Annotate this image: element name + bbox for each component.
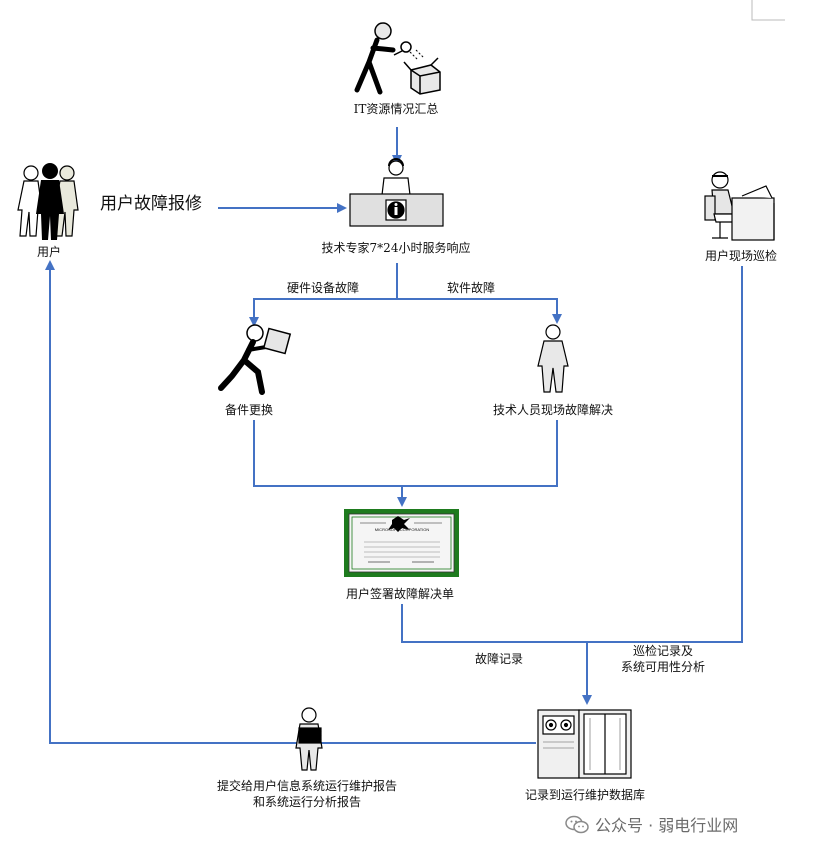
arrow-to-tech: [397, 298, 562, 324]
inspect-record-label-1: 巡检记录及: [632, 644, 694, 658]
inspect-record-label-2: 系统可用性分析: [620, 660, 706, 674]
wechat-icon: [565, 815, 589, 834]
arrow-to-parts: [249, 263, 398, 327]
it-summary-label: IT资源情况汇总: [353, 102, 439, 116]
technician-icon: [537, 324, 569, 393]
certificate-icon: [344, 509, 459, 577]
onsite-inspector-icon: [704, 171, 775, 241]
user-report-label: 用户故障报修: [100, 194, 202, 214]
software-fault-label: 软件故障: [447, 281, 496, 295]
fault-record-label: 故障记录: [475, 652, 524, 666]
report-submitter-icon: [295, 707, 323, 771]
onsite-inspection-label: 用户现场巡检: [704, 249, 778, 263]
users-group-icon: [17, 163, 79, 240]
submit-report-label-1: 提交给用户信息系统运行维护报告: [216, 779, 398, 793]
inspector-figure-icon: [354, 22, 441, 95]
page-corner-mark: [751, 0, 785, 21]
submit-report-label-2: 和系统运行分析报告: [252, 795, 362, 809]
watermark-text: 公众号 · 弱电行业网: [595, 816, 739, 835]
expert-desk-icon: [349, 158, 444, 227]
fault-record-line: [401, 604, 587, 643]
database-server-icon: [537, 709, 632, 779]
merge-line: [253, 420, 558, 487]
watermark: 公众号 · 弱电行业网: [565, 812, 738, 836]
arrow-report-to-users: [45, 260, 536, 744]
hardware-fault-label: 硬件设备故障: [287, 281, 360, 295]
sign-form-label: 用户签署故障解决单: [345, 587, 455, 601]
parts-replace-label: 备件更换: [224, 403, 274, 417]
users-label: 用户: [36, 245, 62, 259]
tech-onsite-label: 技术人员现场故障解决: [492, 403, 614, 417]
database-label: 记录到运行维护数据库: [524, 788, 646, 802]
expert-service-label: 技术专家7*24小时服务响应: [321, 241, 471, 255]
parts-carrier-icon: [218, 324, 292, 395]
certificate-text: MICROSOFT CORPORATION: [374, 527, 430, 532]
arrow-to-database: [582, 266, 743, 705]
